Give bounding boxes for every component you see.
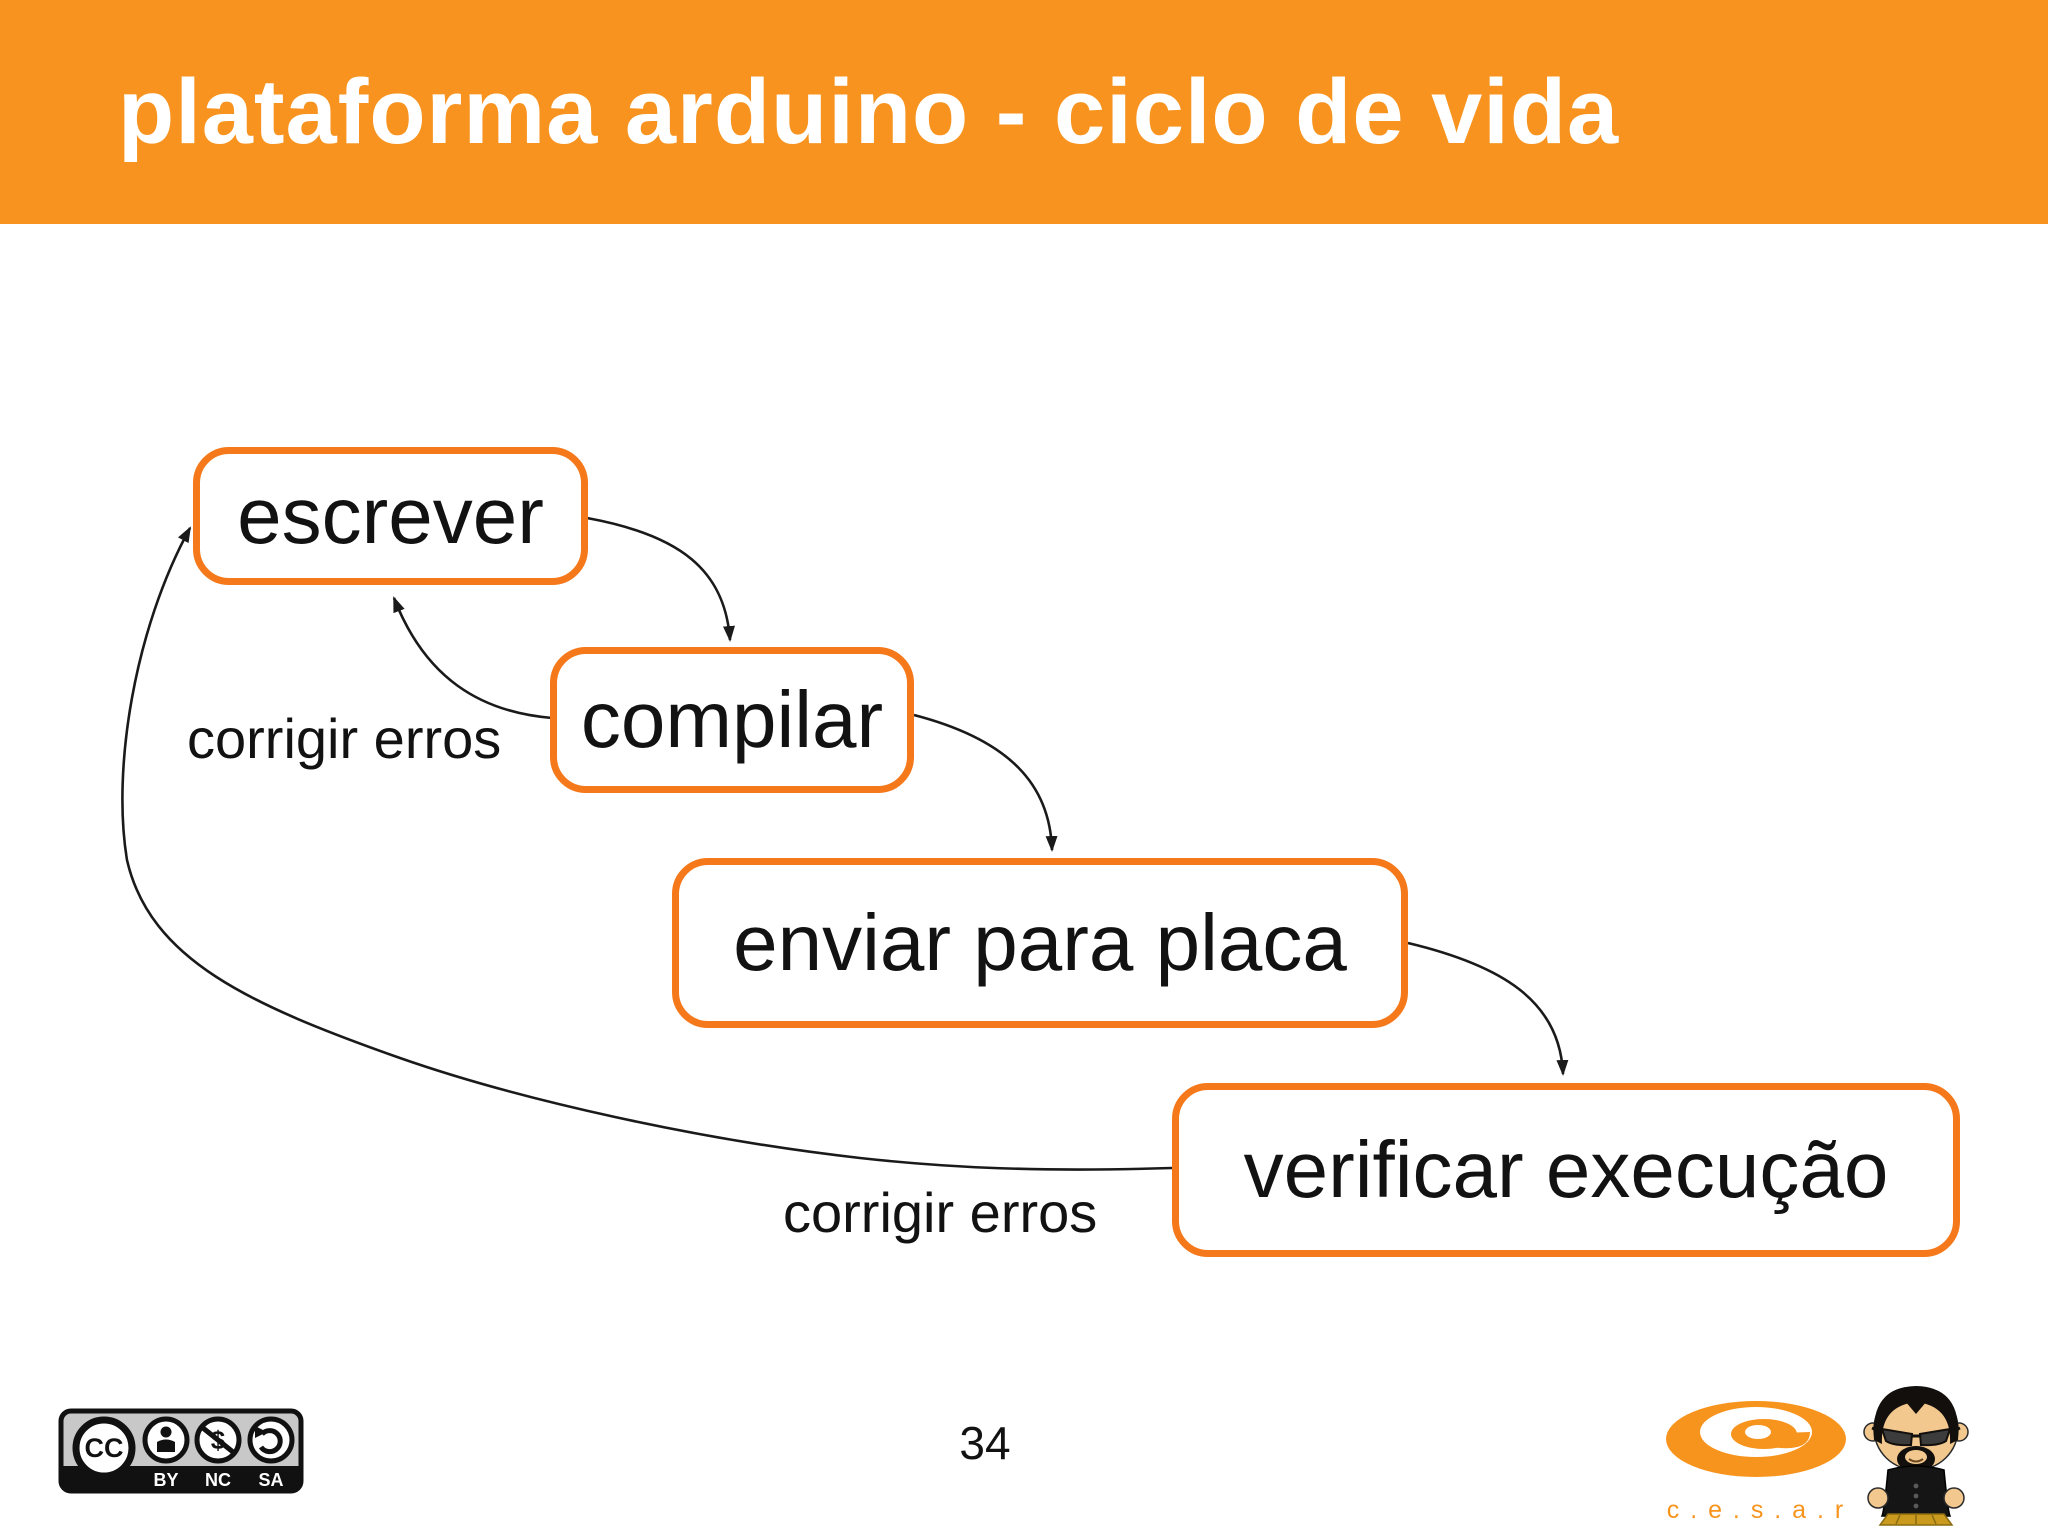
node-escrever: escrever (193, 447, 588, 585)
title-bar: plataforma arduino - ciclo de vida (0, 0, 2048, 224)
edge-compilar-to-enviar (913, 713, 1058, 852)
edge-label-corrigir-erros-1: corrigir erros (187, 707, 502, 770)
edge-label-corrigir-erros-2: corrigir erros (783, 1181, 1098, 1244)
cesar-logo: c . e . s . a . r (1666, 1401, 1846, 1524)
slide-title: plataforma arduino - ciclo de vida (118, 61, 1620, 163)
svg-text:CC: CC (85, 1433, 124, 1463)
cc-license-badge: CC $ BY NC SA (58, 1408, 304, 1494)
node-escrever-label: escrever (237, 471, 544, 560)
badge-term-nc: NC (205, 1470, 231, 1490)
cesar-swirl-icon (1666, 1401, 1846, 1477)
node-enviar-para-placa: enviar para placa (672, 858, 1408, 1028)
cesar-logo-text: c . e . s . a . r (1667, 1496, 1845, 1524)
node-verificar-execucao: verificar execução (1172, 1083, 1960, 1257)
badge-term-sa: SA (258, 1470, 283, 1490)
page-number: 34 (959, 1417, 1011, 1469)
node-compilar-label: compilar (580, 675, 884, 764)
edge-compilar-to-escrever-corrigir (392, 596, 553, 720)
node-verificar-execucao-label: verificar execução (1243, 1125, 1889, 1214)
edge-enviar-to-verificar (1407, 941, 1569, 1076)
sunglasses-icon (1871, 1426, 1961, 1447)
node-compilar: compilar (550, 647, 914, 793)
edge-verificar-to-escrever-corrigir (121, 526, 1173, 1171)
author-avatar (1863, 1386, 1969, 1526)
share-alike-arrow-icon (247, 1416, 295, 1464)
node-enviar-para-placa-label: enviar para placa (733, 898, 1347, 987)
edge-escrever-to-compilar (586, 516, 735, 642)
attribution-person-icon (142, 1416, 190, 1464)
non-commercial-no-dollar-icon: $ (194, 1416, 242, 1464)
cc-icon: CC (72, 1416, 136, 1480)
badge-term-by: BY (153, 1470, 178, 1490)
